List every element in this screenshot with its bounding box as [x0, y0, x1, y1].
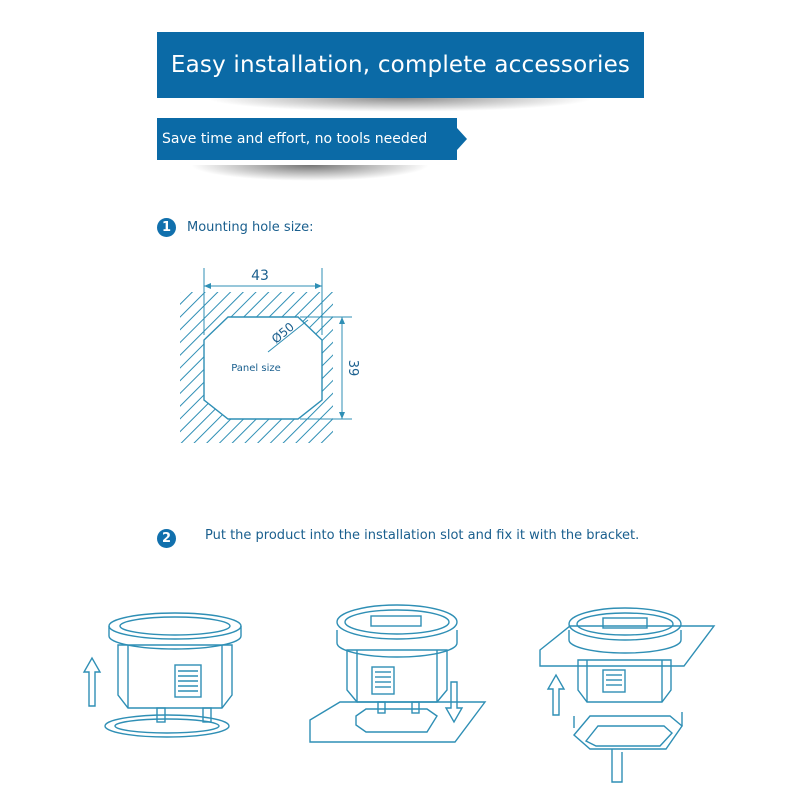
panel-size-label: Panel size [231, 363, 281, 374]
step-1-text: Mounting hole size: [187, 220, 314, 235]
step-2-badge: 2 [157, 529, 176, 548]
banner-title: Easy installation, complete accessories [170, 52, 631, 78]
step-1-badge: 1 [157, 218, 176, 237]
banner-subtitle: Save time and effort, no tools needed [162, 131, 428, 147]
title-banner-shadow [205, 98, 595, 112]
install-step-a [82, 612, 242, 738]
height-label: 39 [345, 360, 360, 377]
install-step-b [309, 604, 487, 743]
step-1-number: 1 [161, 220, 172, 235]
subtitle-banner-shadow [190, 165, 430, 181]
diameter-leader [267, 319, 309, 353]
width-label: 43 [251, 268, 269, 284]
install-step-c [539, 607, 716, 783]
cutout-outline [203, 316, 323, 420]
step-2-text: Put the product into the installation sl… [205, 528, 640, 543]
subtitle-banner: Save time and effort, no tools needed [157, 118, 467, 160]
panel-hatch [180, 292, 333, 443]
step-2-number: 2 [161, 531, 172, 546]
title-banner: Easy installation, complete accessories [157, 32, 644, 98]
